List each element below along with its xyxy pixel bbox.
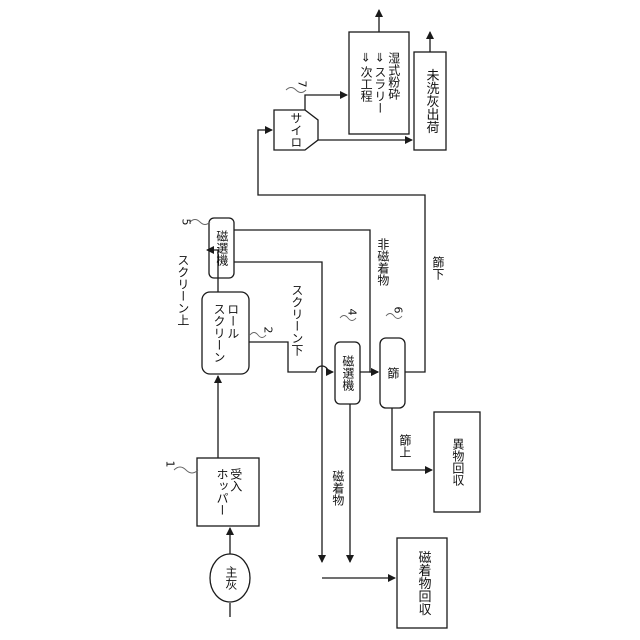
number-2: 2 <box>262 327 275 334</box>
hopper-label: 受入 ホッパー <box>214 468 242 516</box>
screen-under-line-a <box>249 342 316 372</box>
silo-label: サイロ <box>288 112 302 148</box>
sieve-over-label: 篩上 <box>397 434 411 458</box>
roll-screen-line1: ロール <box>226 303 240 339</box>
number-7: 7 <box>296 81 309 88</box>
magnetic-recovery-label: 磁着物回収 <box>415 551 430 616</box>
hopper-label-line2: ホッパー <box>215 468 229 516</box>
unwashed-ash-label: 未洗灰出荷 <box>423 69 438 134</box>
number-5: 5 <box>180 219 193 226</box>
sieve-under-label: 篩下 <box>430 256 444 280</box>
silo-to-wet <box>305 95 347 110</box>
non-magnetic-label: 非磁着物 <box>375 238 389 286</box>
roll-screen-line2: スクリーン <box>212 303 226 363</box>
number-1: 1 <box>164 461 177 468</box>
screen-under-label: スクリーン下 <box>289 284 303 356</box>
sieve-under-line <box>258 130 425 372</box>
wet-grinding-label: 湿式粉砕 ⇒ スラリー ⇒ 次工程 <box>358 52 399 114</box>
sieve-label: 篩 <box>385 367 399 379</box>
number-6: 6 <box>392 307 405 314</box>
screen-over-label: スクリーン上 <box>175 254 189 326</box>
roll-screen-label: ロール スクリーン <box>211 303 239 363</box>
magnetic-label: 磁着物 <box>330 470 344 506</box>
magsep-upper-label: 磁選機 <box>214 230 228 266</box>
magsep-lower-label: 磁選機 <box>340 355 354 391</box>
main-ash-label: 主灰 <box>223 566 237 590</box>
hopper-label-line1: 受入 <box>229 468 243 492</box>
foreign-recovery-label: 異物回収 <box>450 438 464 486</box>
number-4: 4 <box>346 309 359 316</box>
